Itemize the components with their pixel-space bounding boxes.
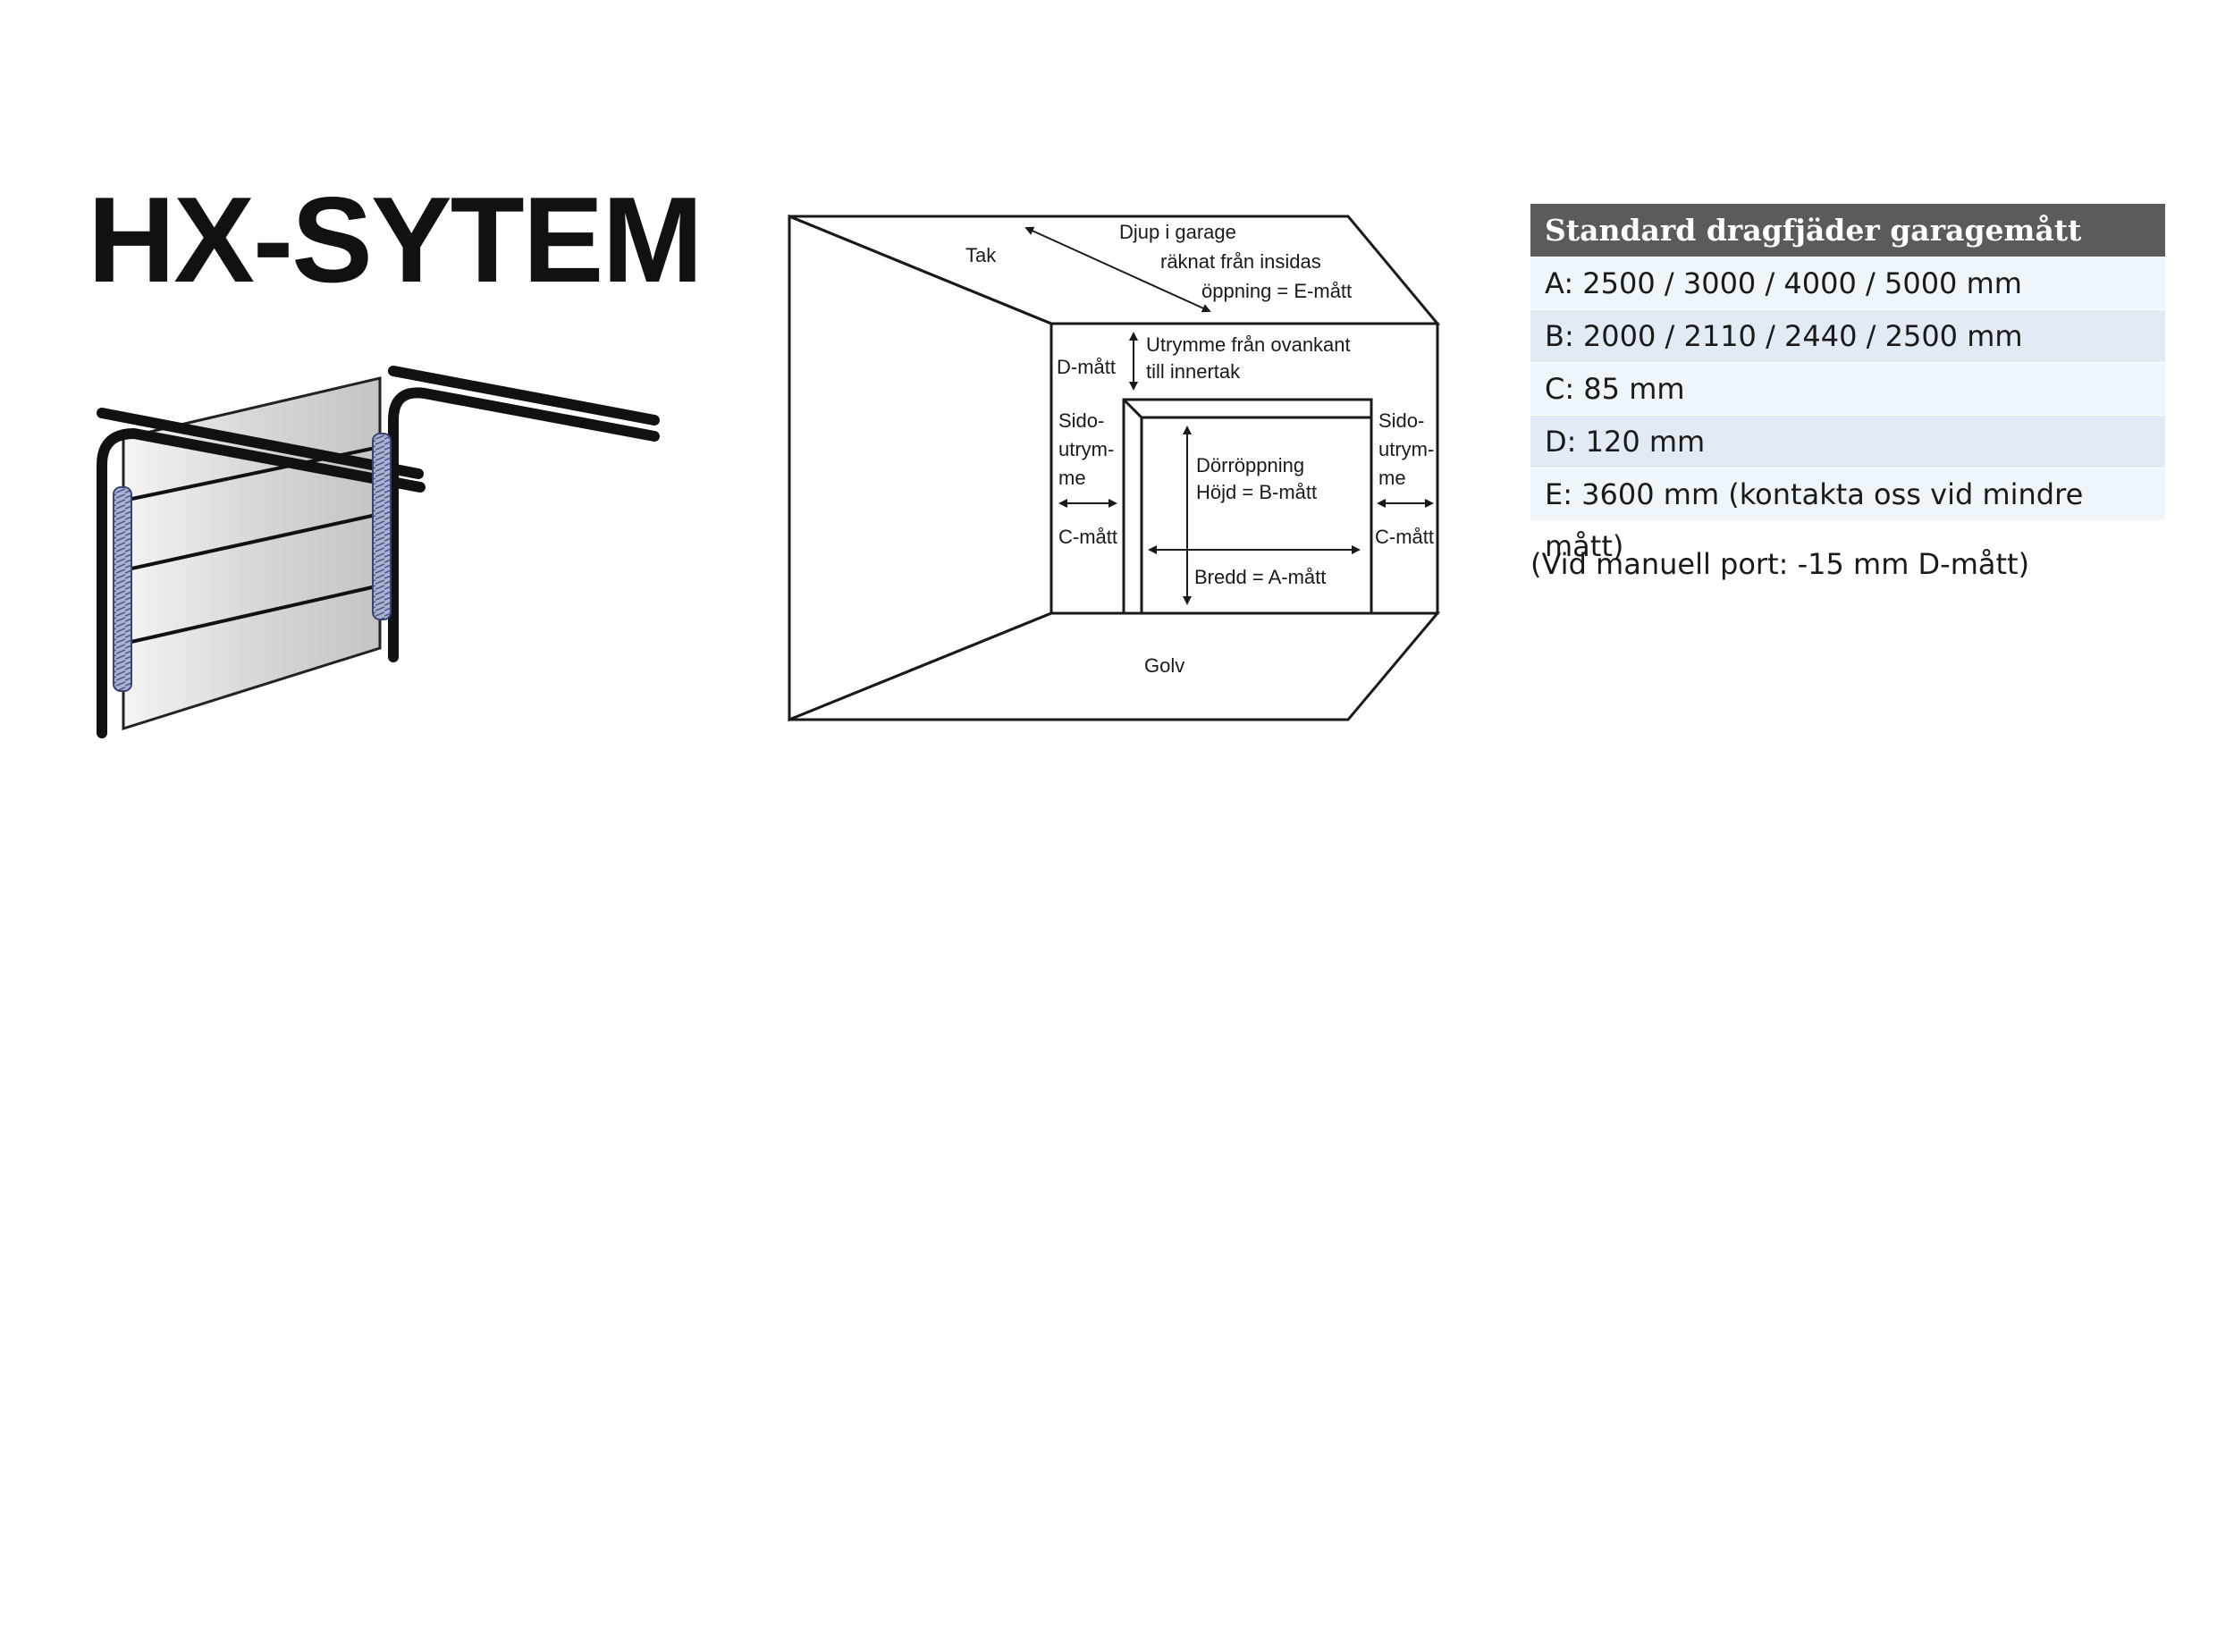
label-c-matt-right: C-mått	[1375, 526, 1434, 548]
page-title: HX-SYTEM	[88, 172, 704, 308]
right-track	[388, 387, 660, 662]
label-djup-2: räknat från insidas	[1160, 250, 1321, 273]
label-sido-left-3: me	[1058, 467, 1086, 489]
left-spring	[113, 486, 132, 692]
spec-row-b: B: 2000 / 2110 / 2440 / 2500 mm	[1530, 309, 2165, 362]
spec-row-a: A: 2500 / 3000 / 4000 / 5000 mm	[1530, 257, 2165, 309]
specs-header: Standard dragfjäder garagemått	[1530, 204, 2165, 257]
label-djup-1: Djup i garage	[1119, 221, 1236, 243]
label-sido-left-1: Sido-	[1058, 409, 1104, 432]
label-djup-3: öppning = E-mått	[1201, 280, 1352, 302]
label-tak: Tak	[965, 244, 997, 266]
label-door-1: Dörröppning	[1196, 454, 1304, 476]
garage-measurement-diagram: Tak Djup i garage räknat från insidas öp…	[788, 214, 1441, 722]
label-door-2: Höjd = B-mått	[1196, 481, 1317, 503]
label-sido-right-1: Sido-	[1378, 409, 1424, 432]
manual-port-note: (Vid manuell port: -15 mm D-mått)	[1530, 547, 2030, 581]
e-arrow	[1024, 226, 1211, 313]
label-utrymme-1: Utrymme från ovankant	[1146, 333, 1351, 356]
label-utrymme-2: till innertak	[1146, 360, 1241, 383]
spec-row-c: C: 85 mm	[1530, 362, 2165, 415]
left-wall-plane	[788, 214, 1053, 722]
label-bredd: Bredd = A-mått	[1194, 566, 1326, 588]
floor-plane	[788, 611, 1441, 721]
left-track	[97, 427, 426, 738]
label-sido-right-3: me	[1378, 467, 1406, 489]
label-sido-right-2: utrym-	[1378, 438, 1434, 460]
door-panel	[122, 376, 382, 731]
specs-table: Standard dragfjäder garagemått A: 2500 /…	[1530, 204, 2165, 563]
right-spring	[372, 433, 392, 620]
label-c-matt-left: C-mått	[1058, 526, 1117, 548]
label-d-matt: D-mått	[1057, 356, 1116, 378]
ceiling-plane	[788, 215, 1441, 325]
back-wall	[1049, 322, 1439, 615]
garage-door-spring-illustration	[97, 366, 660, 738]
label-golv: Golv	[1144, 654, 1184, 677]
spec-row-e: E: 3600 mm (kontakta oss vid mindre mått…	[1530, 468, 2165, 563]
door-opening	[1122, 398, 1373, 613]
label-sido-left-2: utrym-	[1058, 438, 1114, 460]
spec-row-d: D: 120 mm	[1530, 415, 2165, 468]
